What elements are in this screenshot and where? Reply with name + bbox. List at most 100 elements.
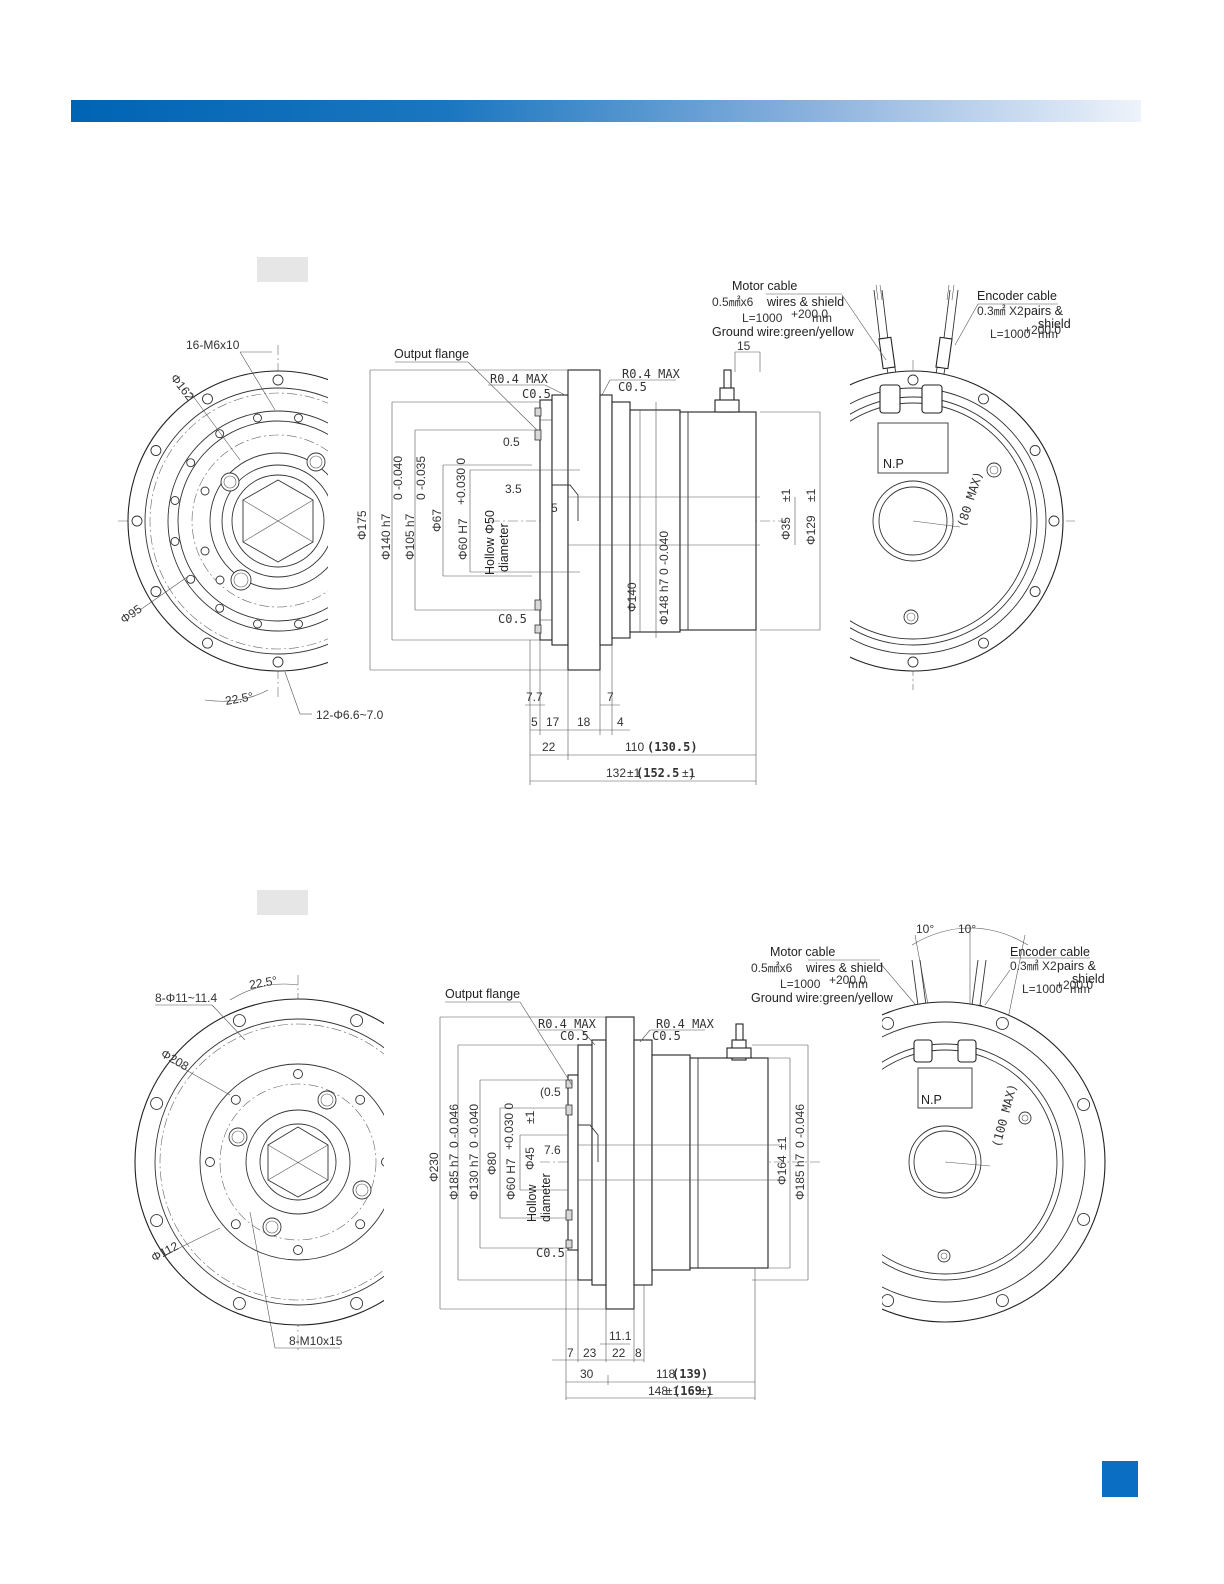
bolt-hole <box>150 1096 164 1110</box>
bolt-hole <box>150 1214 164 1228</box>
d1-motor-wires-prefix: 0.5㎟x6 <box>712 295 754 309</box>
bolt-hole <box>395 587 405 597</box>
d2-motor-wires: wires & shield <box>805 961 883 975</box>
d1-enc-prefix: 0.3㎟ X2 <box>977 304 1024 318</box>
bolt-hole <box>978 393 989 405</box>
d1-b1525: (152.5 <box>636 766 679 780</box>
d1-output-flange: Output flange <box>394 347 469 361</box>
d2-phi130h7: Φ130 h7 <box>467 1153 481 1200</box>
d1-phi35-tol: ±1 <box>779 488 793 502</box>
d1-b17: 17 <box>546 715 560 729</box>
d1-angle-label: 22.5° <box>224 689 254 708</box>
d1-b18: 18 <box>577 715 591 729</box>
d1-cable-15: 15 <box>737 339 751 353</box>
tap-hole <box>215 429 225 439</box>
d2-phi60H7-tol: +0.030 0 <box>502 1103 516 1150</box>
d1-c05-bottom: C0.5 <box>498 612 527 626</box>
section-tag-2 <box>257 890 308 915</box>
d1-phi60H7: Φ60 H7 <box>456 518 470 560</box>
d1-enc-length: L=1000 <box>990 327 1031 341</box>
bolt-hole <box>786 587 796 597</box>
d1-b7: 7 <box>607 690 614 704</box>
bolt-hole <box>907 656 919 668</box>
d2-phi185h7r: Φ185 h7 <box>793 1153 807 1200</box>
bolt-hole <box>131 515 143 527</box>
d1-b1525-tol: ±1 <box>682 766 696 780</box>
d2-phi230: Φ230 <box>427 1152 441 1182</box>
d2-enc-prefix: 0.3㎟ X2 <box>1010 959 1057 973</box>
d2-enc-pairs: pairs & <box>1057 959 1097 973</box>
d1-phi148h7: Φ148 h7 <box>657 578 671 625</box>
tap-hole <box>361 575 369 583</box>
d1-holes-label: 12-Φ6.6~7.0 <box>316 708 384 722</box>
bolt-hole <box>433 1097 445 1109</box>
d2-b169: (169 <box>673 1384 702 1398</box>
side-view-2: Output flange R0.4 MAX C0.5 R0.4 MAX C0.… <box>427 987 820 1400</box>
bolt-hole <box>232 1014 246 1028</box>
d2-b169-tol: ±1 <box>700 1384 714 1398</box>
d1-phi175: Φ175 <box>355 510 369 540</box>
d1-c05-right: C0.5 <box>618 380 647 394</box>
tap-hole <box>170 537 180 546</box>
d1-motor-length-tol: +200 0 <box>791 307 828 321</box>
d2-b139: (139) <box>672 1367 708 1381</box>
d2-d76: 7.6 <box>544 1143 561 1157</box>
d2-phi164-tol: ±1 <box>775 1136 789 1150</box>
bolt-hole <box>882 1016 895 1030</box>
d2-bolt-label: 8-M10x15 <box>289 1334 343 1348</box>
side-view-1: Output flange R0.4 MAX C0.5 R0.4 MAX C0.… <box>355 339 821 785</box>
d2-b148: 148 <box>648 1384 668 1398</box>
d1-motor-length-unit: mm <box>812 311 832 325</box>
bolt-hole <box>800 1213 812 1225</box>
page-marker <box>1102 1461 1138 1497</box>
d2-motor-length-unit: mm <box>848 977 868 991</box>
bolt-hole <box>995 1294 1009 1308</box>
d1-c05-left: C0.5 <box>522 387 551 401</box>
d2-diameter: diameter <box>539 1173 553 1222</box>
d1-phi140h7-tol: 0 -0.040 <box>391 456 405 500</box>
d2-phi164: Φ164 <box>775 1155 789 1185</box>
d1-enc-shield: shield <box>1038 317 1071 331</box>
d1-phi67: Φ67 <box>430 509 444 532</box>
d1-phi105h7-tol: 0 -0.035 <box>414 456 428 500</box>
tap-hole <box>293 1245 303 1255</box>
d1-ground: Ground wire:green/yellow <box>712 325 855 339</box>
bolt-hole <box>350 1296 364 1310</box>
bolt-hole <box>838 394 848 404</box>
d2-phi185h7r-tol: 0 -0.046 <box>793 1104 807 1148</box>
d1-b77: 7.7 <box>526 690 543 704</box>
tap-hole <box>230 1219 241 1230</box>
tap-hole <box>361 459 369 467</box>
d2-hollow: Hollow <box>525 1184 539 1222</box>
d1-b132-tol: ±1 <box>627 766 641 780</box>
d2-enc-title: Encoder cable <box>1010 945 1090 959</box>
d2-motor-title: Motor cable <box>770 945 835 959</box>
tap-hole <box>332 430 340 438</box>
tap-hole <box>332 604 340 612</box>
d1-phi60H7-tol: +0.030 0 <box>454 458 468 505</box>
d1-diameter: diameter <box>497 523 511 572</box>
tap-hole <box>253 413 262 423</box>
d1-b4: 4 <box>617 715 624 729</box>
d2-d05: (0.5 <box>540 1085 561 1099</box>
front-view-2: 22.5° 8-Φ11~11.4 Φ208 Φ112 8-M10x15 <box>134 973 445 1350</box>
header-gradient-bar <box>71 100 1141 122</box>
d1-d05: 0.5 <box>503 435 520 449</box>
d2-b118: 118 <box>656 1367 675 1381</box>
d2-np: N.P <box>921 1093 942 1107</box>
d2-motor-length: L=1000 <box>780 977 821 991</box>
bolt-hole <box>907 374 919 386</box>
d1-phi105h7: Φ105 h7 <box>403 513 417 560</box>
d1-motor-title: Motor cable <box>732 279 797 293</box>
tap-hole <box>186 574 196 584</box>
bolt-hole <box>202 393 213 405</box>
tap-hole <box>381 1157 384 1167</box>
d2-b22: 22 <box>612 1346 626 1360</box>
d2-phi185h7: Φ185 h7 <box>447 1153 461 1200</box>
d2-c05-right: C0.5 <box>652 1029 681 1043</box>
d2-enc-shield: shield <box>1072 972 1105 986</box>
rear-view-2: N.P (100 MAX) <box>800 1001 1106 1323</box>
d1-d35: 3.5 <box>505 482 522 496</box>
front-view-1: 16-M6x10 Φ162 Φ95 22.5° 12-Φ6.6~7.0 <box>118 338 405 722</box>
